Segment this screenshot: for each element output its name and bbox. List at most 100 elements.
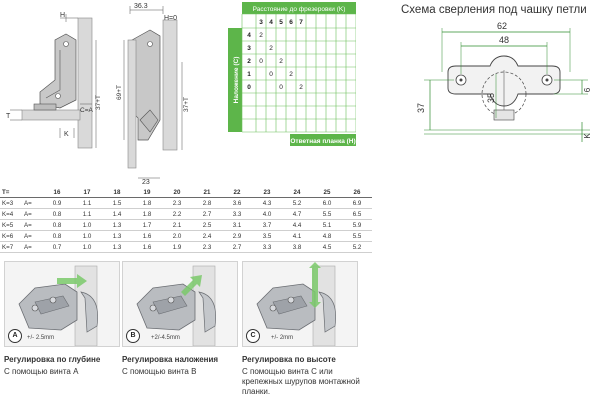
offset-table-cell: 5.5 <box>312 208 342 220</box>
hinge-illustration <box>5 262 119 346</box>
offset-table-cell: 3.3 <box>222 208 252 220</box>
matrix-cell: 2 <box>289 71 293 78</box>
drill-dim-6: 6 <box>583 87 592 92</box>
offset-table-cell: 1.1 <box>72 197 102 209</box>
drill-dim-48: 48 <box>499 35 509 45</box>
offset-table-header-cell: 25 <box>312 187 342 198</box>
offset-table-cell: 5.5 <box>342 230 372 242</box>
matrix-cell: 0 <box>279 84 283 91</box>
offset-table-cell: 4.8 <box>312 230 342 242</box>
hinge-illustration <box>243 262 357 346</box>
matrix-left-title: Наложение (С) <box>233 57 240 104</box>
adjustment-screw-badge: C <box>246 329 260 343</box>
offset-table-cell: 1.1 <box>72 208 102 220</box>
offset-table-cell: 2.3 <box>192 241 222 253</box>
offset-table-cell: K=3 <box>0 197 24 209</box>
label-37t-right: 37+T <box>183 97 190 112</box>
offset-table-cell: A= <box>24 241 42 253</box>
offset-table-cell: 2.1 <box>162 219 192 231</box>
offset-table-header-cell <box>24 187 42 198</box>
matrix-top-title: Расстояние до фрезеровки (K) <box>253 6 346 13</box>
matrix-left-bar <box>228 28 242 132</box>
matrix-row-header: 4 <box>247 32 251 39</box>
matrix-col-header: 4 <box>269 19 273 26</box>
adjustment-range-label: +/- 2mm <box>271 335 294 341</box>
offset-table-header-cell: 17 <box>72 187 102 198</box>
offset-table-cell: 0.8 <box>42 230 72 242</box>
matrix-col-header: 3 <box>259 19 263 26</box>
hinge-adjustment-photo: A+/- 2.5mm <box>4 261 120 347</box>
label-h: H <box>60 12 65 19</box>
offset-table-cell: 1.8 <box>132 208 162 220</box>
offset-table-cell: 3.3 <box>252 241 282 253</box>
offset-table-cell: 2.5 <box>192 219 222 231</box>
label-69t: 69+T <box>116 85 123 100</box>
offset-table-cell: 5.9 <box>342 219 372 231</box>
offset-table-cell: 6.5 <box>342 208 372 220</box>
offset-table-cell: A= <box>24 219 42 231</box>
offset-table-cell: A= <box>24 197 42 209</box>
offset-table-cell: 0.8 <box>42 219 72 231</box>
offset-table-cell: 4.7 <box>282 208 312 220</box>
matrix-cell: 2 <box>269 45 273 52</box>
hinge-illustration <box>123 262 237 346</box>
offset-table-cell: 4.4 <box>282 219 312 231</box>
offset-table-cell: 1.0 <box>72 241 102 253</box>
offset-table-cell: 2.7 <box>192 208 222 220</box>
adjustment-range-label: +/- 2.5mm <box>27 335 55 341</box>
offset-table-header-cell: 24 <box>282 187 312 198</box>
adjustment-screw-badge: B <box>126 329 140 343</box>
label-k: K <box>64 131 69 138</box>
offset-table-header-cell: 23 <box>252 187 282 198</box>
matrix-col-header: 7 <box>299 19 303 26</box>
offset-table-cell: K=5 <box>0 219 24 231</box>
hinge-technical-drawing: H T K C=A 37+T 36.3 H=0 69+T 37+T 23 <box>6 3 190 186</box>
offset-table-cell: 1.3 <box>102 241 132 253</box>
adjustment-range-label: +2/-4.5mm <box>151 335 180 341</box>
offset-table-header-cell: 16 <box>42 187 72 198</box>
hinge-adjustment-photo: C +/- 2mm <box>242 261 358 347</box>
adjustment-description: С помощью винта А <box>4 367 79 376</box>
offset-table-cell: 2.7 <box>222 241 252 253</box>
offset-table-cell: 4.0 <box>252 208 282 220</box>
matrix-row-header: 0 <box>247 84 251 91</box>
offset-table-cell: K=6 <box>0 230 24 242</box>
matrix-row-header: 2 <box>247 58 251 65</box>
offset-table-cell: 2.4 <box>192 230 222 242</box>
offset-table-cell: 4.1 <box>282 230 312 242</box>
drill-scheme-title: Схема сверления под чашку петли <box>401 4 587 16</box>
adjustment-title: Регулировка наложения <box>122 355 219 364</box>
matrix-col-header: 5 <box>279 19 283 26</box>
offset-table-header-cell: 19 <box>132 187 162 198</box>
offset-table-header-cell: 21 <box>192 187 222 198</box>
offset-table-cell: 1.3 <box>102 230 132 242</box>
offset-table-cell: 1.0 <box>72 230 102 242</box>
label-t: T <box>6 113 11 120</box>
offset-table-cell: A= <box>24 208 42 220</box>
offset-table-cell: 3.5 <box>252 230 282 242</box>
label-37t-left: 37+T <box>95 95 102 110</box>
drill-label-k: K <box>583 133 592 139</box>
offset-table-cell: 0.9 <box>42 197 72 209</box>
matrix-cell: 2 <box>299 84 303 91</box>
adjustment-description: С помощью винта В <box>122 367 197 376</box>
offset-table-cell: 0.8 <box>42 208 72 220</box>
label-c-equals-a: C=A <box>80 107 93 114</box>
matrix-cell: 0 <box>269 71 273 78</box>
offset-table-cell: 1.5 <box>102 197 132 209</box>
matrix-cell: 0 <box>259 58 263 65</box>
adjustment-description: С помощью винта С или крепежных шурупов … <box>242 367 360 396</box>
offset-table-cell: 6.9 <box>342 197 372 209</box>
label-h-zero: H=0 <box>164 15 177 22</box>
offset-table-cell: 2.9 <box>222 230 252 242</box>
offset-table-cell: 3.8 <box>282 241 312 253</box>
hinge-adjustment-photo: B +2/-4.5mm <box>122 261 238 347</box>
offset-table-cell: 1.9 <box>162 241 192 253</box>
adjustment-title: Регулировка по глубине <box>4 355 101 364</box>
offset-table-cell: 1.6 <box>132 230 162 242</box>
offset-table-cell: K=7 <box>0 241 24 253</box>
